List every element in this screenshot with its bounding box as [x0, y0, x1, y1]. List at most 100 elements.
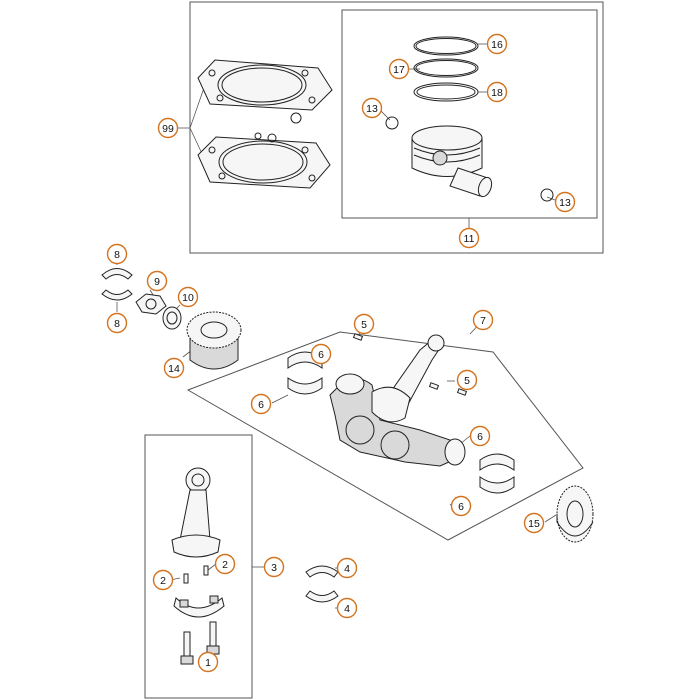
callout-c17: 17	[388, 58, 410, 80]
piston-pin	[449, 167, 493, 198]
callout-circle	[163, 357, 185, 379]
callout-label: 6	[458, 501, 464, 513]
main-bearing-shell-upper-right	[479, 453, 515, 471]
callout-circle	[523, 512, 545, 534]
piston-pin-circlip-left	[385, 116, 399, 130]
bearing-shell-upper-left	[101, 268, 133, 280]
callout-c99: 99	[157, 117, 179, 139]
leader-lines	[116, 43, 557, 655]
callout-circle	[388, 58, 410, 80]
callout-label: 11	[464, 233, 475, 245]
conrod-cap	[173, 595, 225, 618]
callout-circle	[336, 557, 358, 579]
crankshaft-group-frame	[186, 331, 584, 541]
callout-circle	[458, 227, 480, 249]
callout-label: 8	[114, 318, 120, 330]
conrod-bearing-shell-lower	[305, 590, 339, 603]
callout-label: 4	[344, 603, 350, 615]
dowel-pin-lower	[428, 382, 468, 396]
callout-c7: 7	[472, 309, 494, 331]
callout-label: 2	[222, 559, 228, 571]
conrod-group-frame	[144, 434, 253, 699]
piston	[411, 125, 483, 177]
conrod-bolts	[180, 621, 220, 665]
callout-c6a: 6	[310, 343, 332, 365]
cylinder-head-gasket-lower	[197, 132, 331, 189]
callout-circle	[197, 651, 219, 673]
callout-c9: 9	[146, 270, 168, 292]
callout-c6d: 6	[450, 495, 472, 517]
callout-circle	[361, 97, 383, 119]
callout-label: 4	[344, 563, 350, 575]
callout-circle	[214, 553, 236, 575]
callout-circle	[310, 343, 332, 365]
connecting-rod	[171, 467, 221, 558]
callout-c18: 18	[486, 81, 508, 103]
callout-label: 6	[258, 399, 264, 411]
callout-circle	[336, 597, 358, 619]
callout-c11: 11	[458, 227, 480, 249]
primary-gear	[186, 311, 242, 370]
callout-label: 3	[271, 562, 277, 574]
piston-ring-middle	[413, 58, 479, 78]
callout-label: 14	[168, 363, 180, 375]
callout-c8a: 8	[106, 243, 128, 265]
callout-label: 17	[393, 64, 405, 76]
callout-label: 5	[464, 375, 470, 387]
callout-label: 8	[114, 249, 120, 261]
conrod-bearing-shell-upper	[305, 565, 339, 578]
callout-label: 1	[205, 657, 211, 669]
callout-circle	[486, 81, 508, 103]
piston-ring-top	[413, 36, 479, 56]
callout-circle	[486, 33, 508, 55]
callout-c13a: 13	[361, 97, 383, 119]
timing-gear	[556, 485, 594, 543]
callout-c6b: 6	[250, 393, 272, 415]
callout-c15: 15	[523, 512, 545, 534]
piston-oil-ring	[413, 82, 479, 102]
callout-c10: 10	[177, 286, 199, 308]
callout-c3: 3	[263, 556, 285, 578]
callout-circle	[263, 556, 285, 578]
callout-c4a: 4	[336, 557, 358, 579]
callout-c2b: 2	[152, 569, 174, 591]
callout-circle	[472, 309, 494, 331]
callout-label: 99	[162, 123, 174, 135]
callout-label: 2	[160, 575, 166, 587]
callout-circle	[469, 425, 491, 447]
callout-label: 10	[182, 292, 194, 304]
callout-c5b: 5	[456, 369, 478, 391]
crankshaft	[329, 373, 466, 467]
bearing-shell-lower-left	[101, 289, 133, 301]
crankshaft-connecting-rod	[371, 334, 445, 423]
callout-label: 13	[559, 197, 571, 209]
callout-label: 5	[361, 319, 367, 331]
piston-pin-circlip-right	[540, 188, 554, 202]
callout-circle	[177, 286, 199, 308]
callout-circle	[554, 191, 576, 213]
dowel-pin-upper	[352, 333, 364, 341]
callout-circle	[146, 270, 168, 292]
callout-circle	[157, 117, 179, 139]
callout-c4b: 4	[336, 597, 358, 619]
callout-label: 6	[318, 349, 324, 361]
piston-group-frame	[341, 9, 598, 219]
callout-label: 18	[491, 87, 503, 99]
callout-c6c: 6	[469, 425, 491, 447]
hex-nut	[135, 293, 167, 315]
callout-c13b: 13	[554, 191, 576, 213]
callout-circle	[250, 393, 272, 415]
callout-label: 13	[366, 103, 378, 115]
callout-label: 15	[528, 518, 540, 530]
cylinder-head-gasket-upper	[197, 59, 333, 124]
callout-label: 7	[480, 315, 486, 327]
callout-c8b: 8	[106, 312, 128, 334]
main-bearing-shell-lower-right	[479, 476, 515, 494]
main-bearing-shell-lower-left	[287, 377, 323, 395]
callout-c16: 16	[486, 33, 508, 55]
callout-c14: 14	[163, 357, 185, 379]
callout-c5a: 5	[353, 313, 375, 335]
callout-circle	[456, 369, 478, 391]
callout-label: 16	[491, 39, 503, 51]
